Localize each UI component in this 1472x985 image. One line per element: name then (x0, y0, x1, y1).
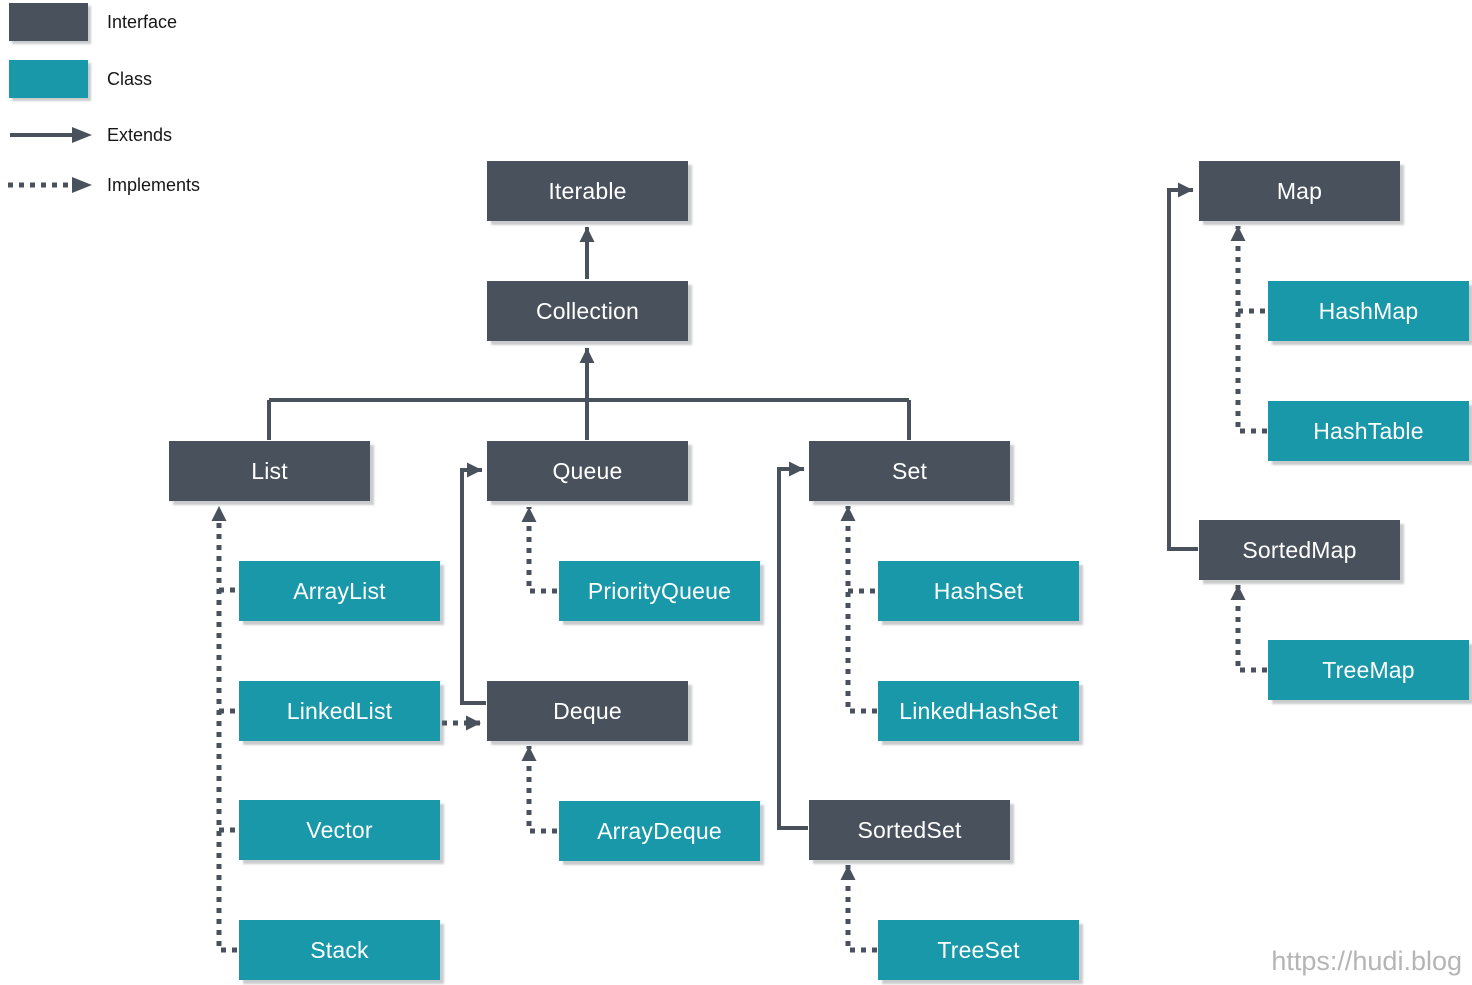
node-iterable: Iterable (487, 161, 688, 221)
node-hashset: HashSet (878, 561, 1079, 621)
node-arraylist: ArrayList (239, 561, 440, 621)
node-hashmap: HashMap (1268, 281, 1469, 341)
node-hashtable: HashTable (1268, 401, 1469, 461)
legend: Interface Class Extends Implements (0, 0, 400, 210)
legend-interface-label: Interface (107, 12, 178, 32)
legend-implements-label: Implements (107, 175, 201, 195)
node-sortedset: SortedSet (809, 800, 1010, 860)
edge-arraydeque-implements-deque (521, 746, 557, 834)
node-linkedhashset: LinkedHashSet (878, 681, 1079, 741)
legend-interface-swatch (9, 3, 88, 41)
edge-set-implementors-trunk (840, 506, 877, 714)
node-priorityqueue: PriorityQueue (559, 561, 760, 621)
watermark-url: https://hudi.blog (1271, 946, 1462, 976)
node-treemap: TreeMap (1268, 640, 1469, 700)
node-list: List (169, 441, 370, 501)
edge-deque-extends-queue (460, 462, 486, 705)
edge-map-implementors-trunk (1230, 226, 1267, 434)
node-set: Set (809, 441, 1010, 501)
node-linkedlist: LinkedList (239, 681, 440, 741)
node-treeset: TreeSet (878, 920, 1079, 980)
node-arraydeque: ArrayDeque (559, 801, 760, 861)
node-collection: Collection (487, 281, 688, 341)
edge-treemap-implements-sortedmap (1230, 585, 1267, 673)
legend-extends-label: Extends (107, 125, 173, 145)
edge-treeset-implements-sortedset (840, 865, 877, 953)
extends-arrow-icon (10, 127, 92, 143)
implements-arrow-icon (8, 177, 92, 193)
node-map: Map (1199, 161, 1400, 221)
node-stack: Stack (239, 920, 440, 980)
edge-sortedset-extends-set (777, 461, 808, 830)
edge-sortedmap-extends-map (1167, 182, 1198, 551)
node-queue: Queue (487, 441, 688, 501)
edge-list-implementors-trunk (211, 506, 237, 953)
legend-class-label: Class (107, 69, 153, 89)
legend-class-swatch (9, 60, 88, 98)
edge-priorityqueue-implements-queue (521, 507, 557, 594)
node-deque: Deque (487, 681, 688, 741)
node-sortedmap: SortedMap (1199, 520, 1400, 580)
node-vector: Vector (239, 800, 440, 860)
